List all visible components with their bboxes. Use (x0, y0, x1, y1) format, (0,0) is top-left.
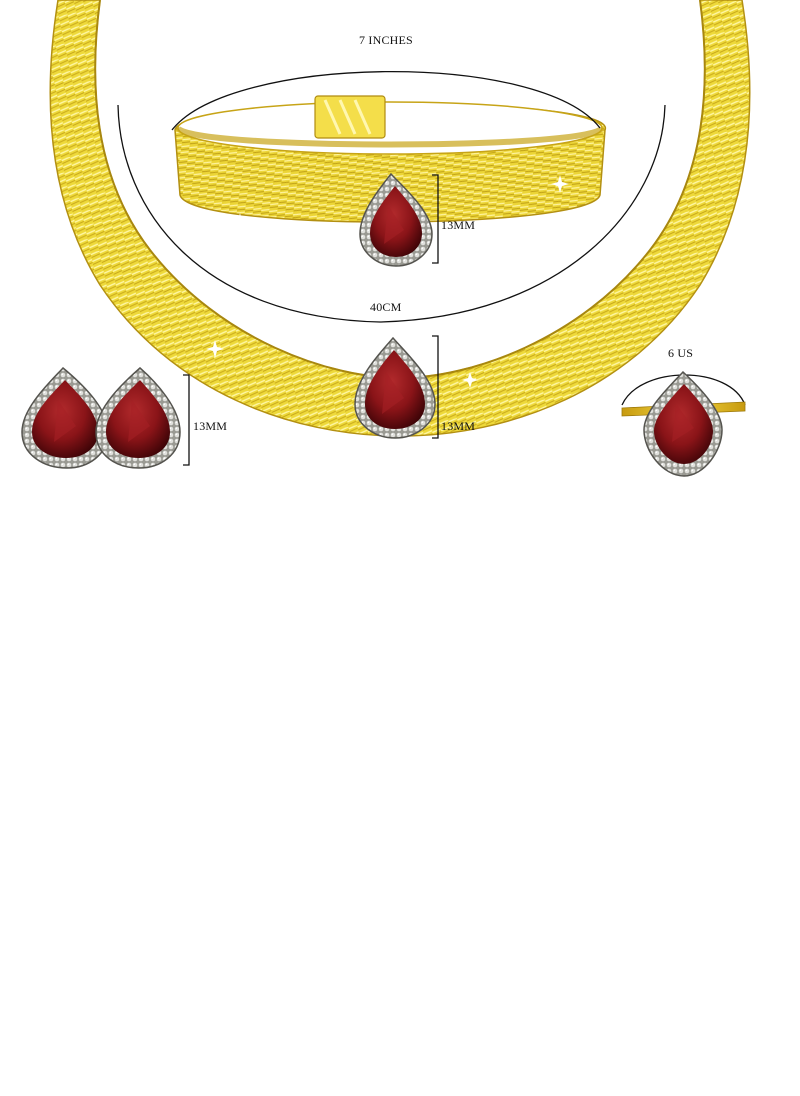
necklace-length-label: 40CM (370, 300, 402, 314)
earring-stone-size-label: 13MM (193, 419, 228, 433)
necklace-stone-size-label: 13MM (441, 419, 476, 433)
bracelet-stone (359, 172, 433, 267)
bracelet-length-arc (171, 70, 601, 131)
measurement-guides (117, 70, 746, 466)
sparkles (206, 175, 569, 388)
necklace-stone-bracket (432, 335, 439, 439)
earring-right (95, 367, 181, 469)
bracelet-length-label: 7 INCHES (359, 33, 413, 47)
ring-size-label: 6 US (668, 346, 694, 360)
bracelet-stone-size-label: 13MM (441, 218, 476, 232)
earring-left (21, 366, 109, 469)
ring (621, 370, 746, 477)
bracelet (174, 95, 606, 223)
bracelet-stone-bracket (432, 174, 439, 264)
necklace-stone (354, 336, 436, 439)
necklace-length-arc (117, 104, 666, 323)
earring-stone-bracket (183, 374, 190, 466)
